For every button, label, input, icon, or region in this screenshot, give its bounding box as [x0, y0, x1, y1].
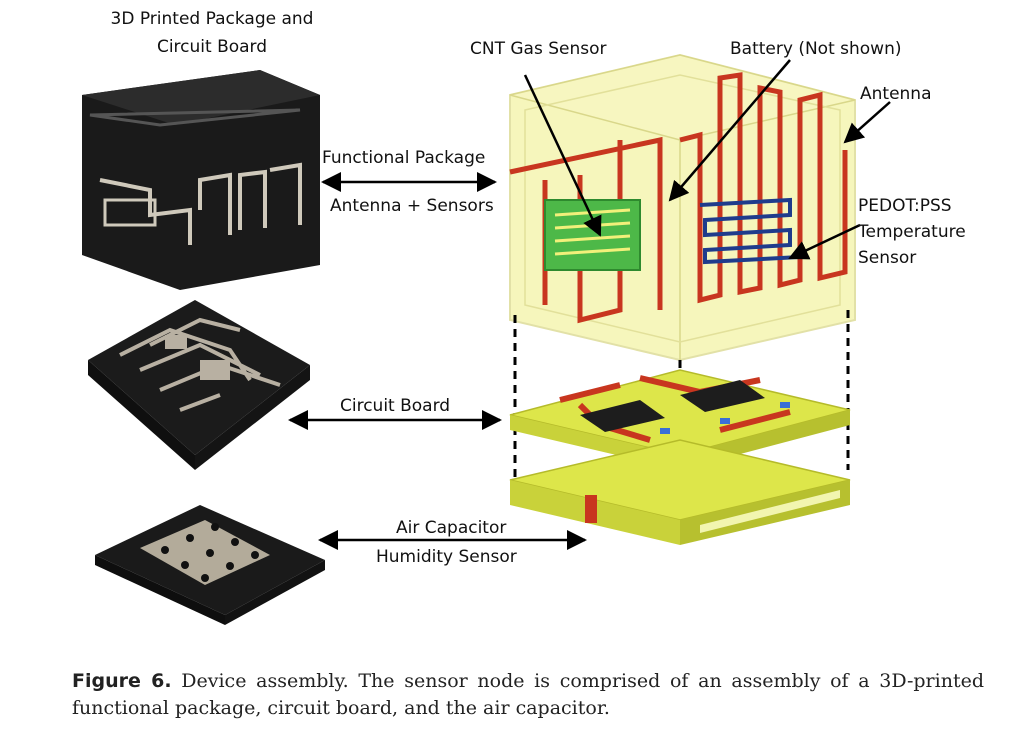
package-title-line1: 3D Printed Package and	[110, 9, 314, 29]
callout-arrows	[288, 59, 891, 550]
air-capacitor-render	[509, 439, 851, 545]
circuit-board-label: Circuit Board	[340, 396, 451, 416]
figure-number: Figure 6.	[72, 670, 172, 692]
figure-caption: Figure 6. Device assembly. The sensor no…	[72, 668, 984, 722]
circuit-board-photo	[88, 300, 310, 470]
battery-label: Battery (Not shown)	[730, 39, 902, 59]
antenna-sensors-label: Antenna + Sensors	[330, 196, 494, 216]
functional-package-label: Functional Package	[322, 148, 486, 168]
package-title-line2: Circuit Board	[156, 37, 268, 57]
caption-text: Device assembly. The sensor node is comp…	[72, 670, 984, 719]
air-capacitor-photo	[95, 505, 325, 625]
package-photo	[82, 70, 320, 290]
figure-illustration	[82, 53, 891, 625]
cnt-sensor-label: CNT Gas Sensor	[470, 39, 607, 59]
pedot-label-line2: Temperature	[858, 222, 966, 242]
pedot-label-line3: Sensor	[858, 248, 917, 268]
package-render	[509, 53, 856, 500]
air-capacitor-label: Air Capacitor	[396, 518, 507, 538]
pedot-label-line1: PEDOT:PSS	[858, 196, 952, 216]
antenna-label: Antenna	[860, 84, 932, 104]
humidity-sensor-label: Humidity Sensor	[376, 547, 517, 567]
